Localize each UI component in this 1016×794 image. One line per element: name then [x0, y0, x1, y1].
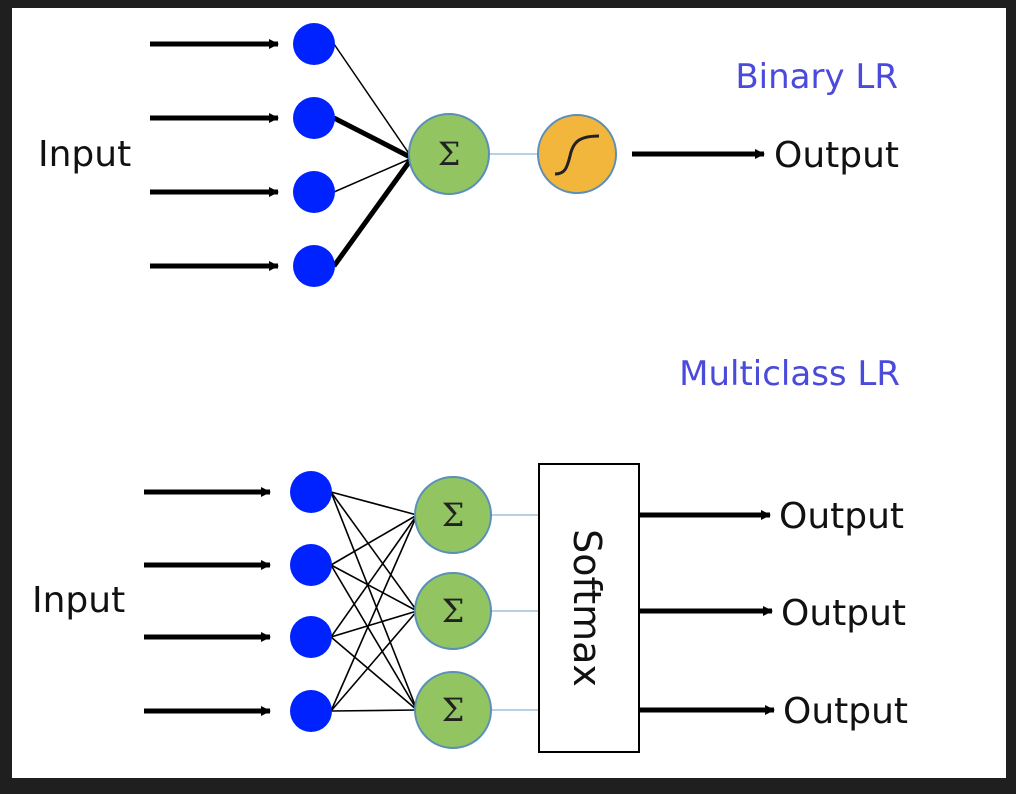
binary-weight-edge-3: [333, 157, 413, 193]
multiclass-weight-edge-1-1: [330, 491, 418, 516]
binary-output-label: Output: [774, 135, 899, 176]
multiclass-output-label-3: Output: [783, 691, 908, 732]
sigmoid-curve-icon: [554, 134, 600, 176]
multiclass-output-label-1: Output: [779, 496, 904, 537]
multiclass-input-node-1: [290, 471, 332, 513]
multiclass-sum-symbol-3: Σ: [442, 691, 465, 729]
multiclass-weight-edge-4-3: [330, 709, 418, 712]
softmax-box: [538, 463, 640, 753]
multiclass-sum-node-1: [414, 476, 492, 554]
binary-sum-symbol: Σ: [438, 135, 461, 173]
binary-input-node-3: [293, 171, 335, 213]
binary-weight-edge-4: [331, 156, 415, 268]
binary-input-label: Input: [38, 134, 131, 175]
multiclass-input-node-2: [290, 544, 332, 586]
diagram-canvas: Binary LR Input Σ Output Multiclass LR I…: [12, 8, 1006, 778]
multiclass-weight-edges: [330, 491, 418, 712]
binary-sigmoid-node: [537, 114, 617, 194]
softmax-label: Softmax: [565, 529, 609, 687]
binary-lr-title: Binary LR: [735, 57, 898, 97]
multiclass-sum-symbol-1: Σ: [442, 496, 465, 534]
multiclass-input-node-4: [290, 690, 332, 732]
binary-input-node-2: [293, 97, 335, 139]
multiclass-lr-section: Multiclass LR Input Σ Σ Σ Softmax Outp: [32, 354, 908, 753]
binary-sum-node: [408, 113, 490, 195]
multiclass-weight-edge-2-2: [330, 564, 418, 612]
multiclass-weight-edge-3-1: [330, 514, 418, 638]
multiclass-weight-edge-3-2: [330, 610, 418, 638]
binary-weight-edge-1: [333, 43, 413, 159]
multiclass-sum-node-3: [414, 671, 492, 749]
multiclass-weight-edge-2-3: [330, 564, 418, 711]
multiclass-lr-title: Multiclass LR: [679, 354, 900, 394]
binary-lr-section: Binary LR Input Σ Output: [38, 23, 899, 287]
binary-input-node-1: [293, 23, 335, 65]
multiclass-sum-symbol-2: Σ: [442, 592, 465, 630]
binary-input-node-4: [293, 245, 335, 287]
multiclass-weight-edge-4-2: [330, 610, 418, 712]
multiclass-input-node-3: [290, 616, 332, 658]
multiclass-weight-edge-4-1: [330, 514, 418, 712]
multiclass-output-label-2: Output: [781, 593, 906, 634]
multiclass-weight-edge-2-1: [330, 514, 418, 566]
multiclass-weight-edge-1-3: [330, 491, 418, 711]
multiclass-weight-edge-3-3: [330, 636, 418, 711]
binary-weight-edge-2: [332, 115, 414, 161]
multiclass-input-label: Input: [32, 580, 125, 621]
multiclass-weight-edge-1-2: [330, 491, 418, 612]
multiclass-sum-node-2: [414, 572, 492, 650]
